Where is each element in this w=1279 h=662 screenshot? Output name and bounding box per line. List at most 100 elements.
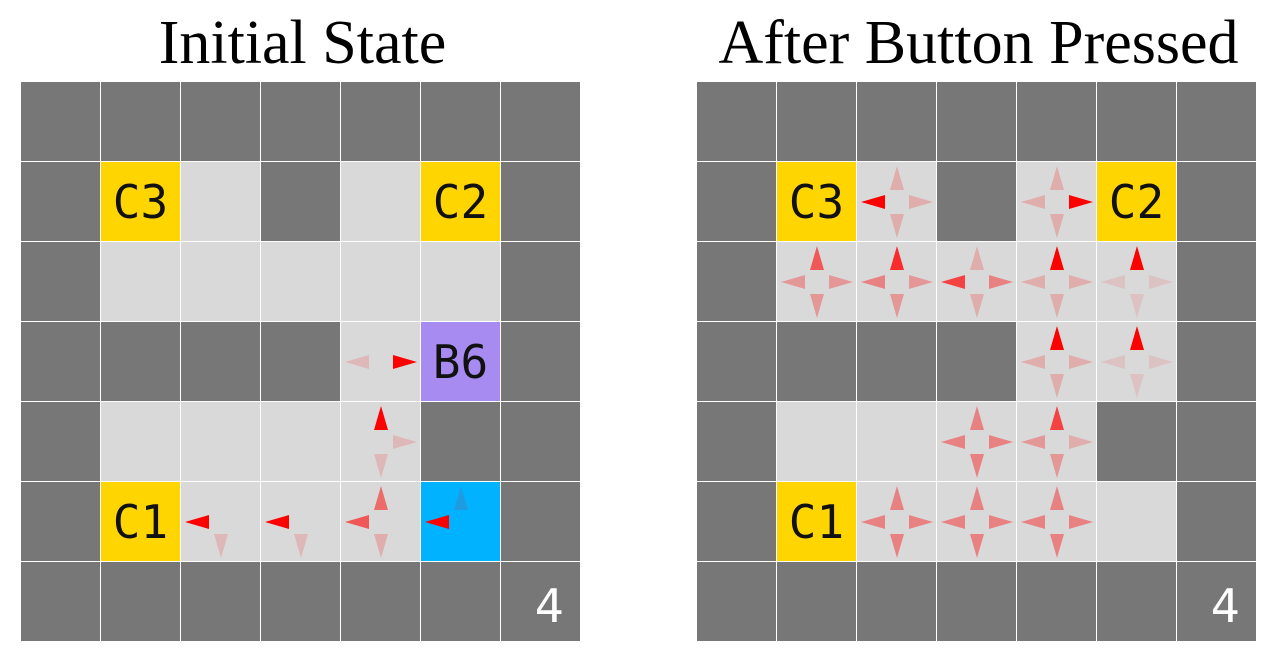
arrow-left-icon: [861, 195, 885, 209]
chest-cell: C3: [777, 162, 857, 242]
wall-cell: [421, 402, 501, 482]
arrow-down-icon: [1050, 534, 1064, 558]
wall-cell: [1177, 402, 1257, 482]
wall-cell: [21, 402, 101, 482]
arrow-down-icon: [970, 454, 984, 478]
arrow-right-icon: [1149, 355, 1173, 369]
step-count-label: 4: [1210, 579, 1240, 633]
arrow-up-icon: [1050, 406, 1064, 430]
arrow-down-icon: [294, 534, 308, 558]
arrow-up-icon: [1050, 166, 1064, 190]
arrow-up-icon: [810, 246, 824, 270]
wall-cell: [181, 562, 261, 642]
arrow-right-icon: [1069, 435, 1093, 449]
arrow-up-icon: [1130, 326, 1144, 350]
wall-cell: [857, 82, 937, 162]
move-arrows: [185, 515, 228, 558]
arrow-left-icon: [1021, 515, 1045, 529]
arrow-left-icon: [1021, 195, 1045, 209]
arrow-down-icon: [890, 534, 904, 558]
floor-cell: [1017, 162, 1097, 242]
move-arrows: [941, 486, 1013, 558]
arrow-down-icon: [1130, 294, 1144, 318]
chest-cell: C2: [421, 162, 501, 242]
wall-cell: [341, 82, 421, 162]
floor-cell: [1097, 482, 1177, 562]
floor-cell: [1017, 482, 1097, 562]
wall-cell: [101, 562, 181, 642]
arrow-left-icon: [185, 515, 209, 529]
floor-cell: [101, 402, 181, 482]
wall-cell: [857, 322, 937, 402]
floor-cell: [341, 482, 421, 562]
arrow-down-icon: [374, 454, 388, 478]
wall-cell: [697, 242, 777, 322]
floor-cell: [1017, 322, 1097, 402]
arrow-right-icon: [1069, 355, 1093, 369]
arrow-right-icon: [989, 275, 1013, 289]
arrow-right-icon: [1149, 275, 1173, 289]
wall-cell: [501, 242, 581, 322]
floor-cell: [937, 482, 1017, 562]
wall-cell: [21, 162, 101, 242]
wall-cell: [1097, 402, 1177, 482]
move-arrows: [1021, 246, 1093, 318]
arrow-down-icon: [970, 534, 984, 558]
wall-cell: [697, 162, 777, 242]
arrow-left-icon: [345, 355, 369, 369]
floor-cell: [1017, 242, 1097, 322]
wall-cell: [1097, 562, 1177, 642]
floor-cell: [101, 242, 181, 322]
floor-cell: [937, 402, 1017, 482]
cell-label: B6: [432, 334, 489, 389]
wall-cell: [777, 562, 857, 642]
step-counter-cell: 4: [1177, 562, 1257, 642]
move-arrows: [781, 246, 853, 318]
wall-cell: [21, 562, 101, 642]
cell-label: C3: [112, 174, 169, 229]
arrow-down-icon: [1050, 454, 1064, 478]
wall-cell: [261, 322, 341, 402]
wall-cell: [937, 322, 1017, 402]
wall-cell: [181, 82, 261, 162]
step-count-label: 4: [534, 579, 564, 633]
cell-label: C1: [112, 494, 169, 549]
arrow-left-icon: [941, 435, 965, 449]
wall-cell: [1177, 482, 1257, 562]
cell-label: C2: [1108, 174, 1165, 229]
arrow-left-icon: [345, 515, 369, 529]
floor-cell: [261, 242, 341, 322]
floor-cell: [181, 242, 261, 322]
arrow-down-icon: [890, 294, 904, 318]
arrow-left-icon: [941, 515, 965, 529]
arrow-up-icon: [970, 246, 984, 270]
arrow-left-icon: [265, 515, 289, 529]
arrow-left-icon: [1101, 355, 1125, 369]
floor-cell: [777, 242, 857, 322]
move-arrows: [374, 406, 417, 478]
wall-cell: [341, 562, 421, 642]
wall-cell: [501, 162, 581, 242]
wall-cell: [1097, 82, 1177, 162]
arrow-up-icon: [374, 486, 388, 510]
wall-cell: [937, 82, 1017, 162]
arrow-up-icon: [1050, 326, 1064, 350]
floor-cell: [1017, 402, 1097, 482]
chest-cell: C2: [1097, 162, 1177, 242]
step-counter-cell: 4: [501, 562, 581, 642]
arrow-up-icon: [970, 406, 984, 430]
arrow-right-icon: [393, 435, 417, 449]
wall-cell: [697, 402, 777, 482]
wall-cell: [937, 562, 1017, 642]
arrow-left-icon: [781, 275, 805, 289]
wall-cell: [421, 82, 501, 162]
arrow-left-icon: [1021, 355, 1045, 369]
move-arrows: [941, 246, 1013, 318]
arrow-up-icon: [374, 406, 388, 430]
floor-cell: [857, 162, 937, 242]
arrow-up-icon: [890, 166, 904, 190]
arrow-right-icon: [989, 515, 1013, 529]
floor-cell: [421, 242, 501, 322]
